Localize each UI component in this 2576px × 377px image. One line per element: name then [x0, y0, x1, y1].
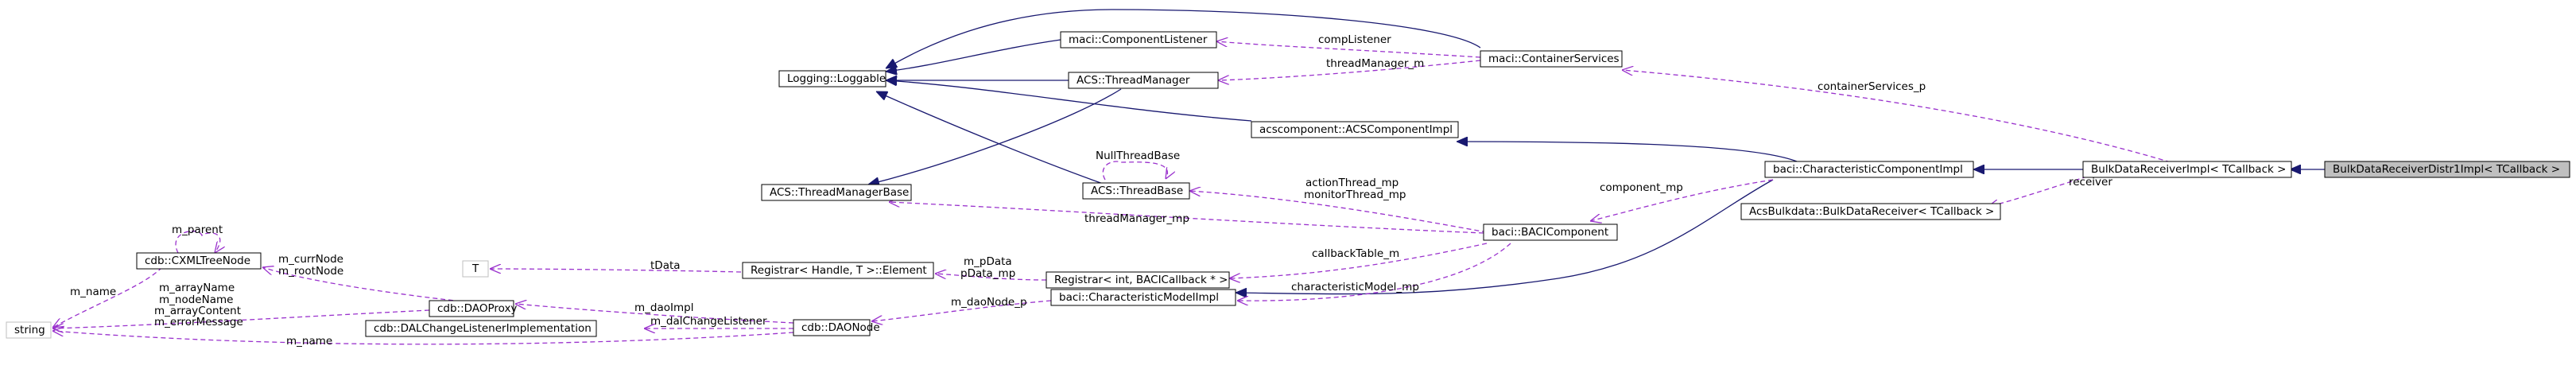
node-label: ACS::ThreadBase [1091, 185, 1183, 197]
node-label: BulkDataReceiverImpl< TCallback > [2091, 163, 2286, 176]
node-label: cdb::DAOProxy [437, 302, 517, 315]
edge-use-currnode [262, 267, 470, 303]
edge-use-nullthreadbase [1102, 161, 1167, 180]
node-thread-base[interactable]: ACS::ThreadBase [1082, 182, 1190, 200]
label-m-dal-change-listener: m_dalChangeListener [650, 315, 767, 328]
node-registrar-element[interactable]: Registrar< Handle, T >::Element [742, 262, 934, 279]
node-container-services[interactable]: maci::ContainerServices [1480, 50, 1623, 68]
node-acs-bulkdata-receiver[interactable]: AcsBulkdata::BulkDataReceiver< TCallback… [1740, 203, 2001, 220]
node-label: Registrar< Handle, T >::Element [751, 264, 927, 277]
node-baci-component[interactable]: baci::BACIComponent [1483, 223, 1618, 241]
label-thread-manager-mp: threadManager_mp [1084, 212, 1189, 225]
node-registrar-int-callback[interactable]: Registrar< int, BACICallback * > [1046, 271, 1230, 289]
node-label: AcsBulkdata::BulkDataReceiver< TCallback… [1749, 205, 1994, 218]
node-dal-change-listener-impl[interactable]: cdb::DALChangeListenerImplementation [365, 320, 597, 337]
label-null-thread-base: NullThreadBase [1096, 150, 1180, 162]
label-characteristic-model-mp: characteristicModel_mp [1291, 281, 1419, 293]
label-m-name-top: m_name [70, 286, 116, 298]
edge-use-containersvc-bdr [1622, 70, 2171, 163]
node-cxml-tree-node[interactable]: cdb::CXMLTreeNode [136, 252, 262, 270]
label-m-curr-node: m_currNode [278, 253, 343, 266]
edge-labels: compListener threadManager_m containerSe… [70, 33, 2112, 348]
node-label: maci::ComponentListener [1069, 33, 1208, 46]
edge-loggable-to-containersvc [886, 9, 1481, 68]
node-dao-node[interactable]: cdb::DAONode [793, 319, 880, 336]
label-comp-listener: compListener [1318, 33, 1391, 46]
label-m-dao-impl: m_daoImpl [634, 301, 693, 314]
node-label: string [14, 324, 45, 336]
node-acs-component-impl[interactable]: acscomponent::ACSComponentImpl [1251, 121, 1459, 138]
edge-tmbase-to-threadmgr [868, 88, 1122, 185]
node-bulk-data-receiver-distr1-impl[interactable]: BulkDataReceiverDistr1Impl< TCallback > [2324, 161, 2570, 178]
edge-use-characteristicmodel [1237, 243, 1511, 301]
node-label: cdb::DALChangeListenerImplementation [374, 322, 592, 335]
edge-use-callbacktable [1229, 243, 1488, 278]
inheritance-edges [868, 9, 2325, 294]
edge-use-daonode-p [871, 300, 1052, 321]
label-action-thread-mp: actionThread_mp [1305, 177, 1399, 189]
label-m-node-name: m_nodeName [159, 293, 233, 306]
node-label: Logging::Loggable [787, 72, 886, 85]
edge-loggable-to-threadbase [876, 91, 1106, 185]
node-thread-manager-base[interactable]: ACS::ThreadManagerBase [761, 184, 912, 201]
node-label: ACS::ThreadManager [1077, 74, 1190, 87]
edge-loggable-to-complistener [886, 39, 1061, 72]
label-container-services-p: containerServices_p [1818, 80, 1926, 93]
label-m-pdata: m_pData [964, 255, 1012, 268]
edge-acs-to-cci [1457, 142, 1798, 162]
node-dao-proxy[interactable]: cdb::DAOProxy [429, 300, 517, 317]
label-thread-manager-m: threadManager_m [1326, 57, 1424, 70]
usage-edges [52, 41, 2171, 345]
node-logging-loggable[interactable]: Logging::Loggable [778, 70, 886, 87]
edge-cmi-to-cci [1236, 179, 1774, 294]
node-label: baci::CharacteristicComponentImpl [1773, 163, 1963, 176]
node-label: cdb::CXMLTreeNode [145, 255, 250, 267]
edge-use-parent [175, 230, 220, 253]
label-callback-table-m: callbackTable_m [1312, 247, 1399, 260]
label-pdata-mp: pData_mp [960, 267, 1015, 280]
node-string[interactable]: string [6, 321, 52, 339]
label-monitor-thread-mp: monitorThread_mp [1304, 188, 1406, 201]
edge-use-receiver [1988, 176, 2088, 207]
node-label: BulkDataReceiverDistr1Impl< TCallback > [2333, 163, 2560, 176]
node-component-listener[interactable]: maci::ComponentListener [1060, 31, 1217, 49]
edge-use-tdata [490, 269, 742, 272]
node-thread-manager[interactable]: ACS::ThreadManager [1068, 72, 1219, 89]
label-m-dao-node-p: m_daoNode_p [951, 296, 1027, 309]
edge-loggable-to-acs [886, 80, 1252, 122]
node-label: Registrar< int, BACICallback * > [1054, 274, 1228, 286]
edge-use-daoimpl [515, 304, 794, 324]
label-m-name-bottom: m_name [286, 335, 332, 348]
node-template-t[interactable]: T [462, 260, 489, 278]
label-m-array-content: m_arrayContent [154, 305, 241, 317]
nodes: BulkDataReceiverDistr1Impl< TCallback > … [6, 31, 2570, 339]
edge-use-mname-bottom [52, 331, 794, 345]
node-label: maci::ContainerServices [1488, 52, 1620, 65]
edge-use-marrayname [52, 309, 430, 328]
label-m-error-message: m_errorMessage [154, 316, 243, 328]
node-label: baci::CharacteristicModelImpl [1059, 291, 1219, 304]
label-receiver: receiver [2069, 176, 2112, 188]
node-label: cdb::DAONode [801, 321, 880, 334]
label-m-array-name: m_arrayName [159, 282, 235, 294]
node-characteristic-component-impl[interactable]: baci::CharacteristicComponentImpl [1764, 161, 1974, 178]
node-label: baci::BACIComponent [1492, 226, 1608, 239]
node-label: ACS::ThreadManagerBase [770, 186, 909, 199]
edge-use-threadmanager-mp [889, 202, 1484, 234]
node-characteristic-model-impl[interactable]: baci::CharacteristicModelImpl [1050, 289, 1236, 306]
edge-use-mname-top [52, 266, 163, 328]
node-bulk-data-receiver-impl[interactable]: BulkDataReceiverImpl< TCallback > [2082, 161, 2292, 178]
label-component-mp: component_mp [1600, 181, 1683, 194]
edge-use-complistener [1216, 41, 1481, 58]
label-t-data: tData [650, 259, 681, 272]
label-m-parent: m_parent [172, 223, 223, 236]
label-m-root-node: m_rootNode [278, 265, 343, 278]
node-label: T [471, 262, 479, 275]
edge-use-threadmgr [1218, 60, 1481, 80]
node-label: acscomponent::ACSComponentImpl [1259, 123, 1453, 136]
edge-use-component-mp [1590, 179, 1774, 221]
